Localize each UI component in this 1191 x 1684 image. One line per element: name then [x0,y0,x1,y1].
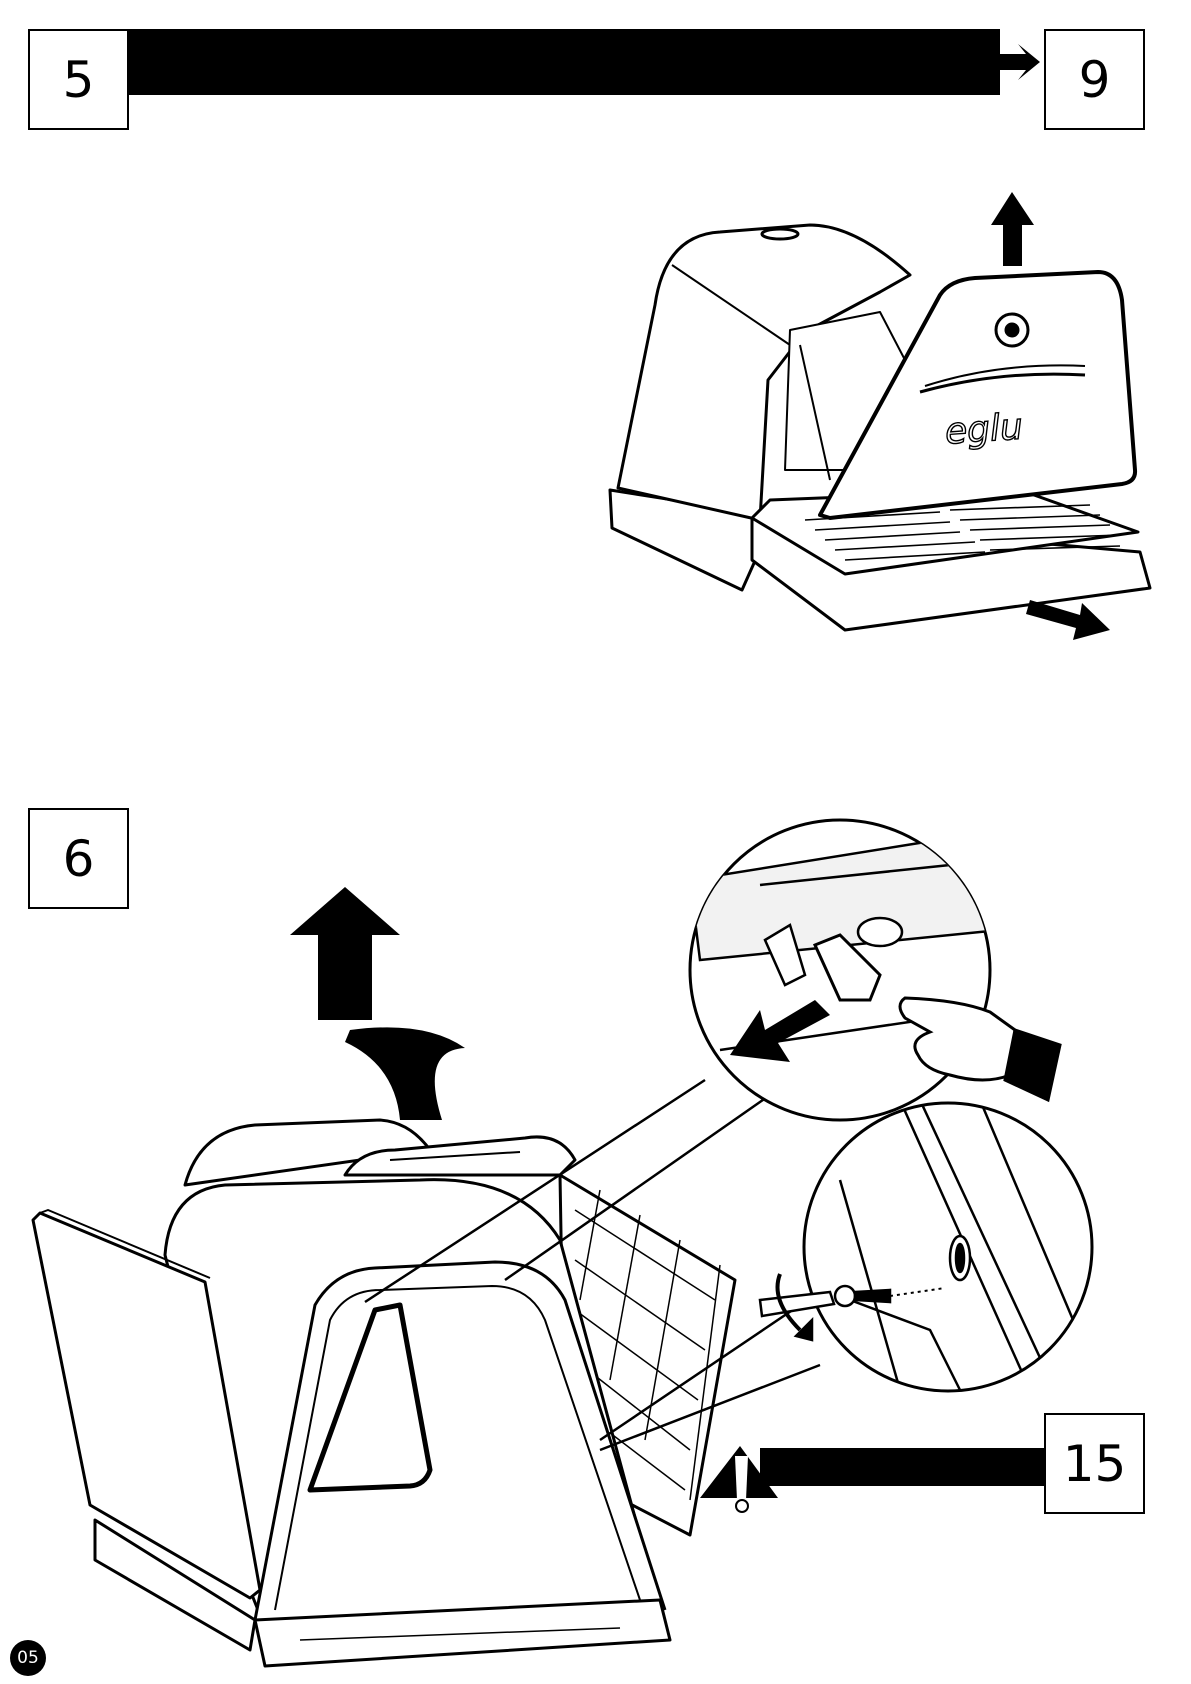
detail-screw-removal [760,1100,1092,1391]
coop-illustration-step5 [610,225,1150,630]
detail-clip-release [690,820,1060,1120]
arrow-right-icon [1000,44,1040,80]
arrow-up-icon [991,192,1034,266]
arrow-up-icon [290,887,400,1020]
curved-arrow-icon [345,1027,465,1120]
coop-illustration-step6 [33,1120,735,1666]
door-logo: eglu [944,406,1024,452]
warning-icon [700,1446,778,1512]
arrow-right-icon [1026,600,1110,640]
